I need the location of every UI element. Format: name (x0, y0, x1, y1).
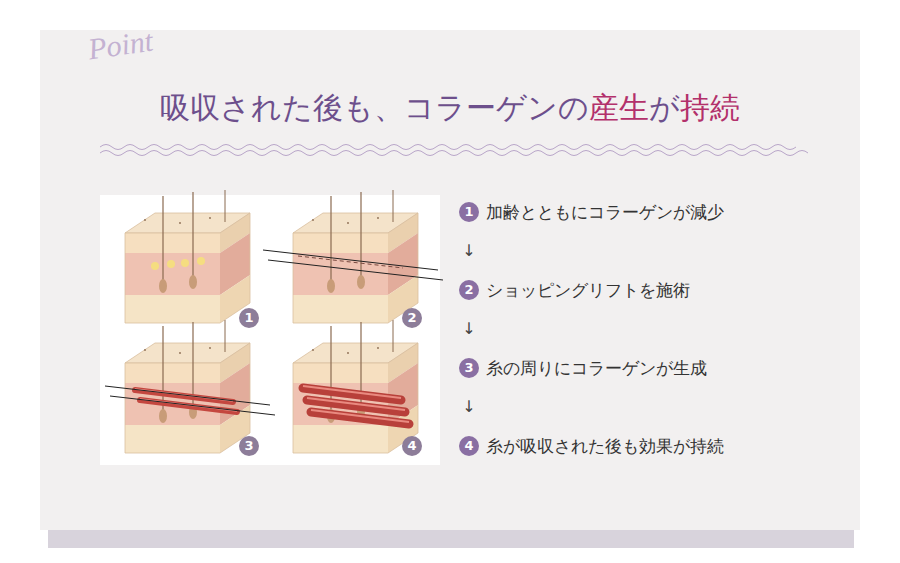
title-part: が (649, 90, 680, 125)
title: 吸収された後も、コラーゲンの産生が持続 (0, 88, 900, 128)
step-text: 糸が吸収された後も効果が持続 (486, 435, 724, 457)
step-text: 加齢とともにコラーゲンが減少 (486, 201, 724, 223)
title-highlight: 持続 (680, 90, 740, 125)
flow-arrow: ↓ (462, 319, 475, 339)
callout-number: 2 (459, 280, 479, 300)
step-text: 糸の周りにコラーゲンが生成 (486, 357, 707, 379)
callout-number: 1 (459, 202, 479, 222)
title-part: 吸収された後も、コラーゲンの (160, 90, 589, 125)
callout-number: 3 (459, 358, 479, 378)
callout-number: 2 (402, 308, 422, 328)
callout-number: 4 (402, 436, 422, 456)
title-highlight: 産生 (589, 90, 649, 125)
flow-arrow: ↓ (462, 397, 475, 417)
callout-number: 4 (459, 436, 479, 456)
step-text: ショッピングリフトを施術 (486, 279, 690, 301)
callout-number: 3 (239, 436, 259, 456)
flow-arrow: ↓ (462, 241, 475, 261)
callout-number: 1 (239, 308, 259, 328)
